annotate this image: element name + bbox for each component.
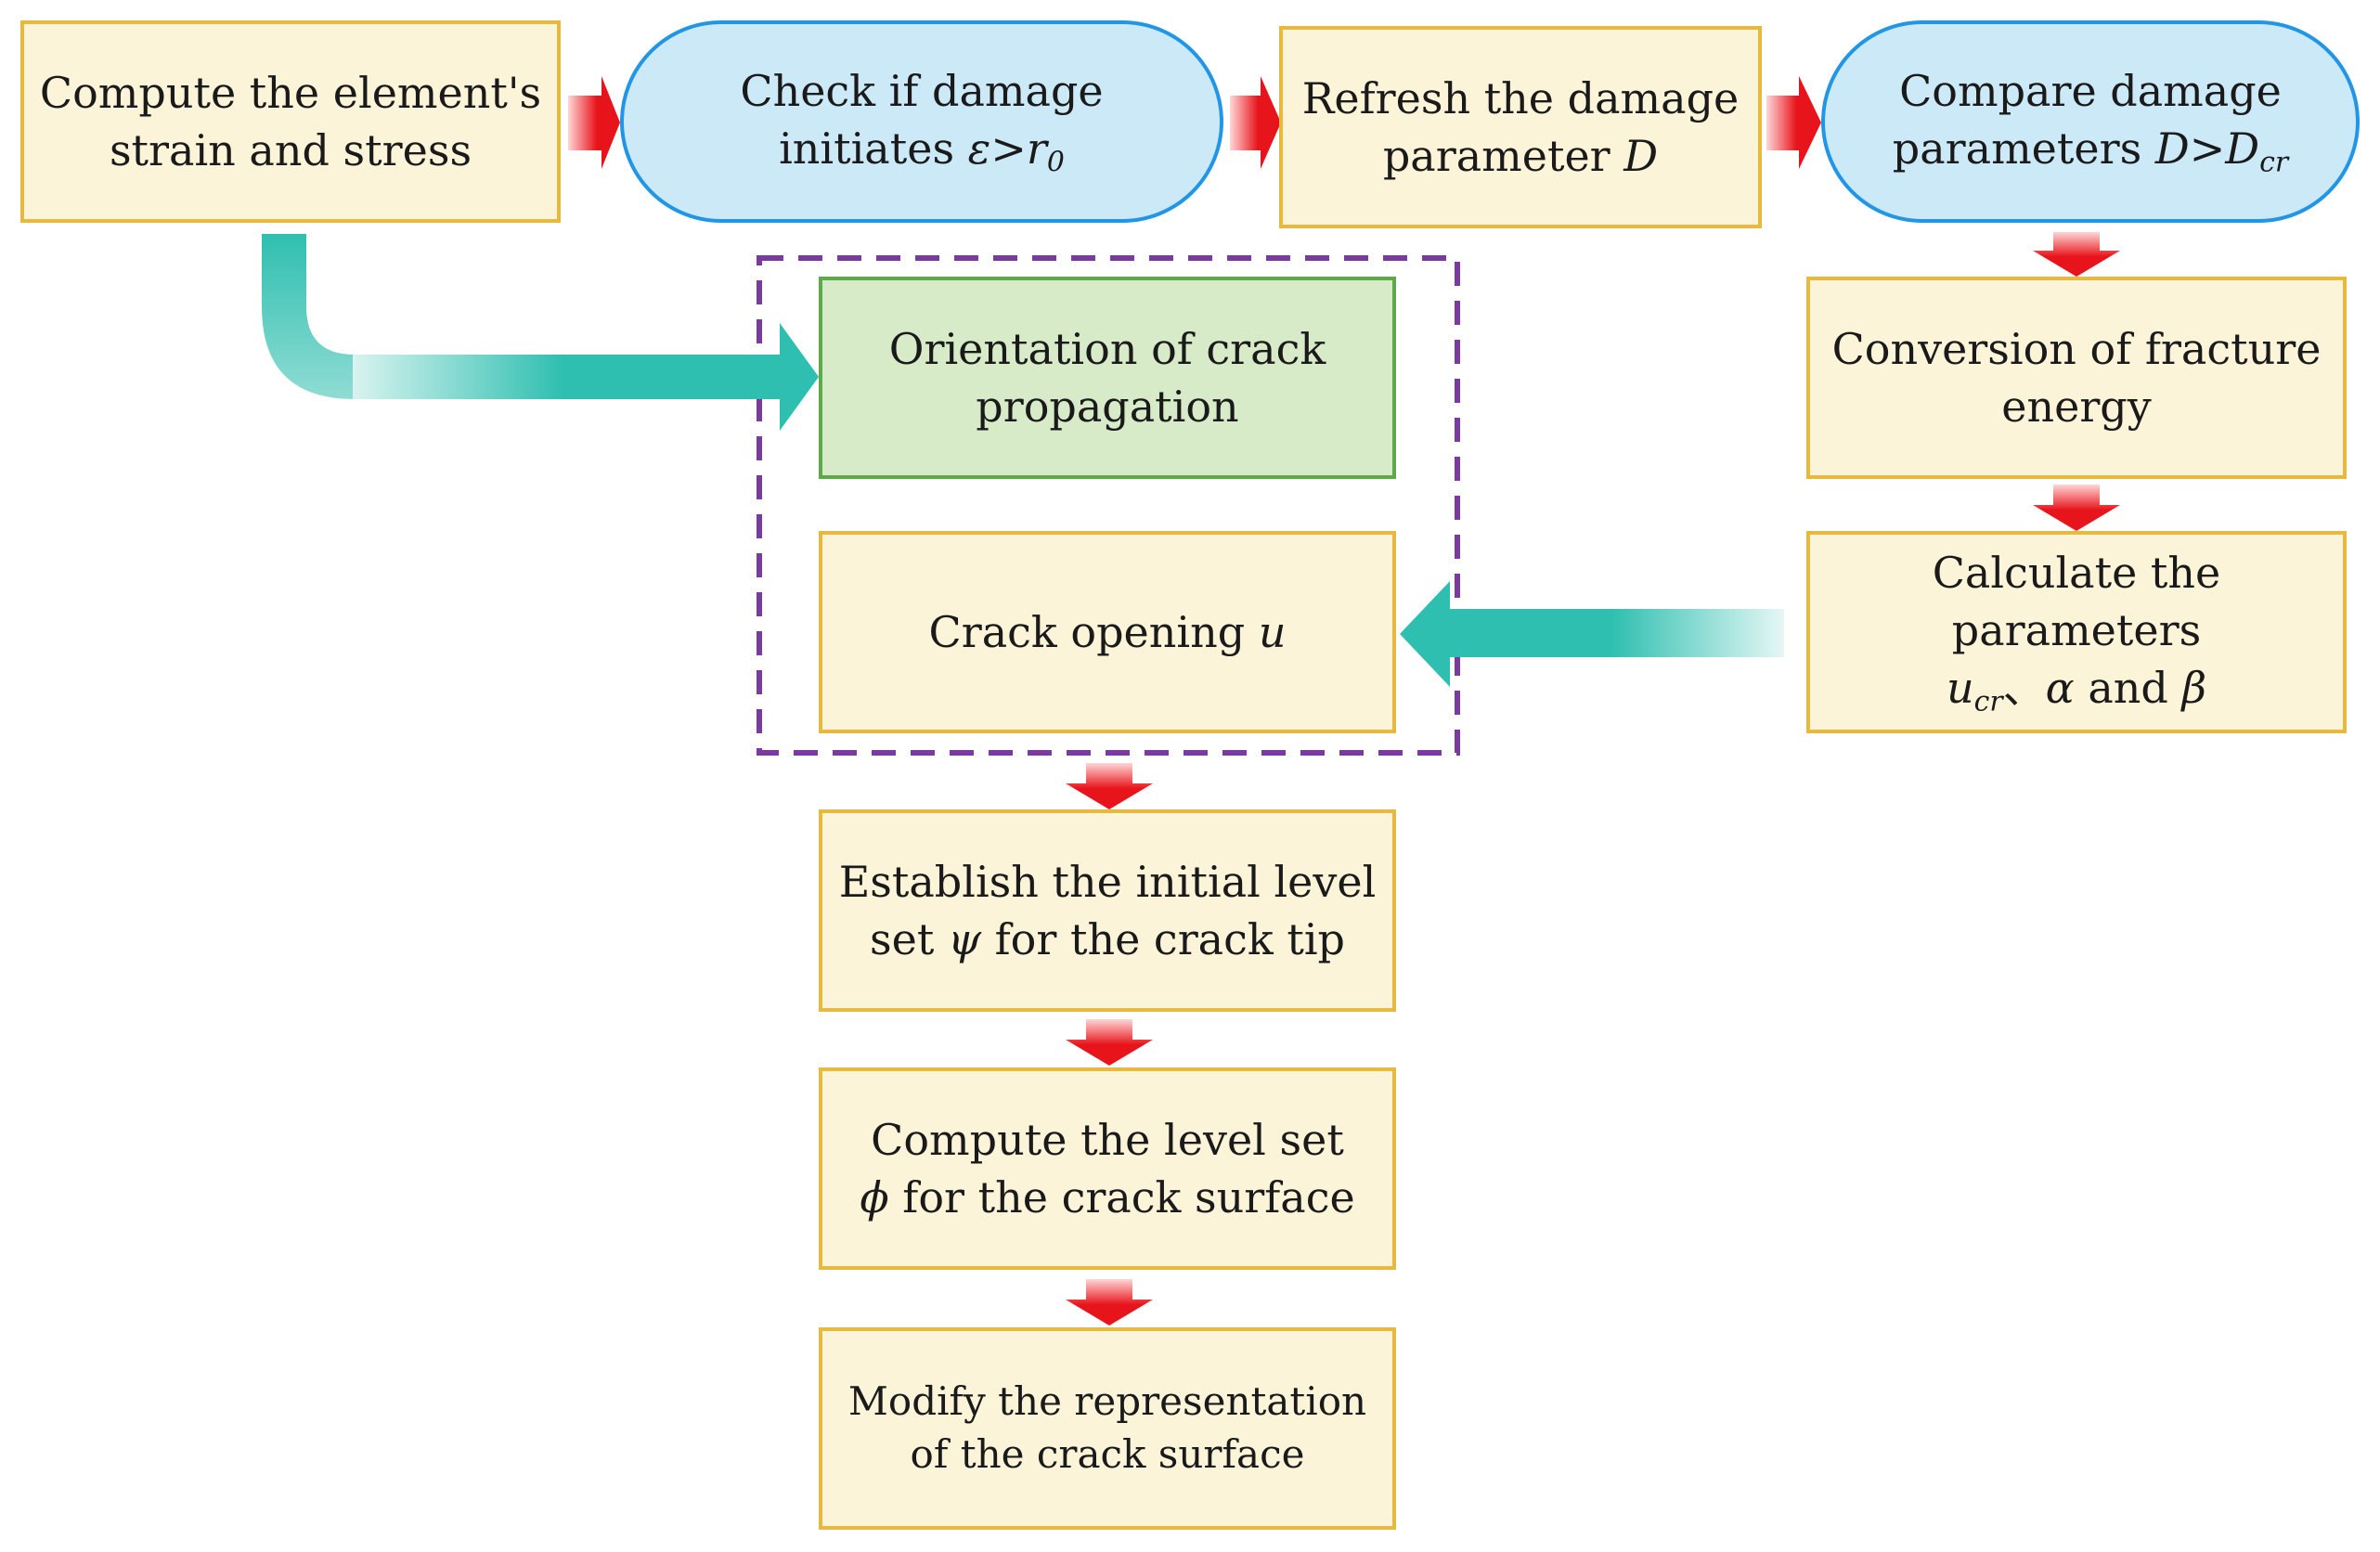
node-text-line: set ψ for the crack tip	[839, 911, 1377, 968]
text-fragment: initiates	[779, 123, 968, 174]
arrow-compute-to-check	[568, 76, 620, 169]
node-crack-opening: Crack opening u	[819, 531, 1396, 733]
node-text-line: propagation	[976, 382, 1239, 432]
symbol-r: r	[1026, 123, 1047, 174]
node-text-line: Conversion of fracture	[1831, 323, 2322, 374]
symbol-u: u	[1946, 662, 1974, 713]
node-compute-strain-stress: Compute the element's strain and stress	[20, 20, 561, 223]
node-refresh-damage-parameter: Refresh the damage parameter D	[1279, 26, 1762, 228]
node-text-line: strain and stress	[109, 125, 472, 175]
node-text-line: parameters D>Dcr	[1893, 120, 2288, 182]
arrow-group-to-establish	[1066, 763, 1153, 809]
arrow-establish-to-compute-level	[1066, 1019, 1153, 1066]
symbol-D-cr: D	[2225, 123, 2260, 174]
symbol-cr-subscript: cr	[1973, 685, 2003, 718]
text-fragment: for the crack surface	[888, 1172, 1355, 1222]
symbol-psi: ψ	[947, 914, 982, 964]
symbol-greater-than: >	[2189, 123, 2226, 174]
node-text-line: ϕ for the crack surface	[860, 1169, 1354, 1226]
text-fragment: and	[2074, 662, 2182, 713]
node-check-damage-initiates: Check if damage initiates ε>r0	[620, 20, 1223, 223]
symbol-greater-than: >	[990, 123, 1027, 174]
node-modify-representation: Modify the representation of the crack s…	[819, 1327, 1396, 1530]
arrow-conversion-to-calculate	[2033, 485, 2120, 531]
symbol-epsilon: ε	[967, 123, 991, 174]
symbol-D: D	[1623, 131, 1659, 181]
node-establish-initial-level-set: Establish the initial level set ψ for th…	[819, 809, 1396, 1012]
node-text-line: ucr、α and β	[1933, 659, 2221, 721]
text-fragment: parameters	[1892, 123, 2155, 174]
symbol-beta: β	[2181, 662, 2207, 713]
node-text-line: Modify the representation	[847, 1378, 1367, 1425]
node-text-line: Check if damage	[740, 65, 1104, 116]
teal-arrow-strain-to-orientation	[353, 323, 819, 431]
arrow-refresh-to-compare	[1766, 76, 1821, 169]
node-text-line: parameter D	[1302, 127, 1740, 185]
node-text-line: of the crack surface	[910, 1431, 1305, 1477]
node-calculate-parameters: Calculate the parameters ucr、α and β	[1806, 531, 2347, 733]
node-compare-damage-parameters: Compare damage parameters D>Dcr	[1821, 20, 2360, 223]
node-text-line: Crack opening u	[929, 603, 1287, 661]
node-text-line: Compare damage	[1899, 65, 2282, 116]
separator-mark: 、	[2002, 662, 2046, 713]
node-text-line: Calculate the	[1932, 547, 2221, 598]
node-text-line: initiates ε>r0	[740, 120, 1103, 182]
symbol-r-subscript: 0	[1046, 146, 1065, 179]
node-compute-level-set: Compute the level set ϕ for the crack su…	[819, 1067, 1396, 1270]
symbol-phi: ϕ	[860, 1172, 889, 1222]
arrow-check-to-refresh	[1230, 76, 1281, 169]
node-text-line: Establish the initial level	[838, 856, 1377, 907]
symbol-alpha: α	[2045, 662, 2075, 713]
node-conversion-fracture-energy: Conversion of fracture energy	[1806, 277, 2347, 479]
arrow-compare-to-conversion	[2033, 232, 2120, 277]
group-dashed-box	[757, 255, 1460, 756]
node-text-line: Orientation of crack	[888, 323, 1326, 374]
node-text-line: parameters	[1951, 604, 2202, 655]
symbol-cr-subscript: cr	[2259, 146, 2289, 179]
arrow-compute-level-to-modify	[1066, 1279, 1153, 1326]
node-text-line: Compute the element's	[39, 67, 542, 118]
teal-arrow-calculate-to-crack-opening	[1400, 581, 1784, 687]
node-text-line: Compute the level set	[871, 1114, 1344, 1165]
text-fragment: Crack opening	[928, 606, 1259, 657]
symbol-u: u	[1258, 606, 1287, 657]
text-fragment: set	[870, 914, 948, 964]
symbol-D: D	[2154, 123, 2190, 174]
text-fragment: for the crack tip	[981, 914, 1346, 964]
text-fragment: parameter	[1382, 131, 1624, 181]
node-orientation-crack-propagation: Orientation of crack propagation	[819, 277, 1396, 479]
node-text-line: energy	[2001, 382, 2152, 432]
node-text-line: Refresh the damage	[1301, 72, 1740, 123]
